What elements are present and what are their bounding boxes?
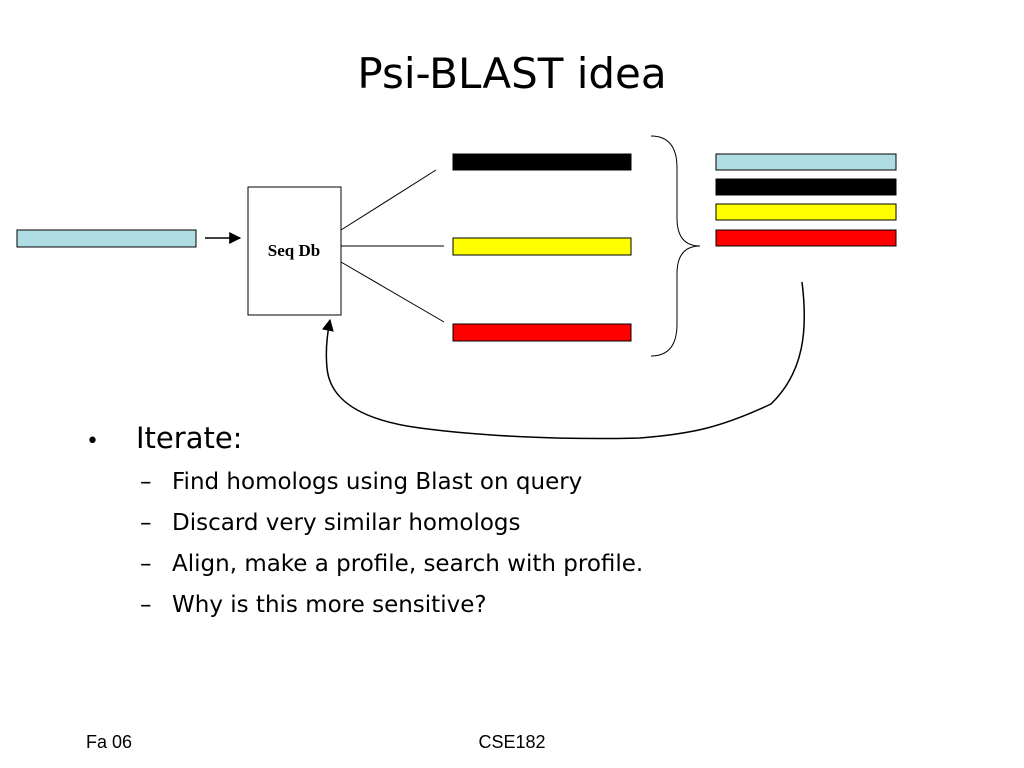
bullet-iterate: • Iterate: bbox=[86, 418, 242, 462]
sub-bullet-text: Discard very similar homologs bbox=[172, 510, 521, 536]
grouping-brace bbox=[650, 135, 701, 357]
footer-course-code: CSE182 bbox=[478, 732, 546, 752]
sub-bullet-item: –Find homologs using Blast on query bbox=[140, 462, 643, 503]
hit-bar-3 bbox=[452, 323, 632, 342]
feedback-loop-arrow bbox=[321, 281, 806, 440]
sub-bullet-list: –Find homologs using Blast on query –Dis… bbox=[140, 462, 643, 626]
hit-bar-1 bbox=[452, 153, 632, 171]
footer-left-text: Fa 06 bbox=[86, 732, 133, 752]
profile-row-1 bbox=[715, 153, 897, 171]
sub-bullet-dash: – bbox=[140, 592, 152, 618]
sub-bullet-text: Find homologs using Blast on query bbox=[172, 469, 583, 495]
sub-bullet-item: –Why is this more sensitive? bbox=[140, 585, 643, 626]
sub-bullet-dash: – bbox=[140, 510, 152, 536]
sub-bullet-dash: – bbox=[140, 551, 152, 577]
sequence-database-box bbox=[247, 186, 342, 316]
db-to-hit-3-line bbox=[340, 261, 445, 323]
profile-row-3 bbox=[715, 203, 897, 221]
sub-bullet-item: –Align, make a profile, search with prof… bbox=[140, 544, 643, 585]
profile-row-2 bbox=[715, 178, 897, 196]
profile-row-4 bbox=[715, 229, 897, 247]
database-label: Seq Db bbox=[268, 241, 320, 260]
query-sequence-bar bbox=[16, 229, 197, 248]
sub-bullet-text: Why is this more sensitive? bbox=[172, 592, 487, 618]
hit-bar-2 bbox=[452, 237, 632, 256]
sub-bullet-item: –Discard very similar homologs bbox=[140, 503, 643, 544]
db-to-hit-1-line bbox=[340, 169, 437, 231]
sub-bullet-dash: – bbox=[140, 469, 152, 495]
bullet-dot: • bbox=[86, 429, 99, 454]
slide-title: Psi-BLAST idea bbox=[357, 49, 667, 98]
bullet-iterate-text: Iterate: bbox=[136, 421, 243, 455]
sub-bullet-text: Align, make a profile, search with profi… bbox=[172, 551, 644, 577]
